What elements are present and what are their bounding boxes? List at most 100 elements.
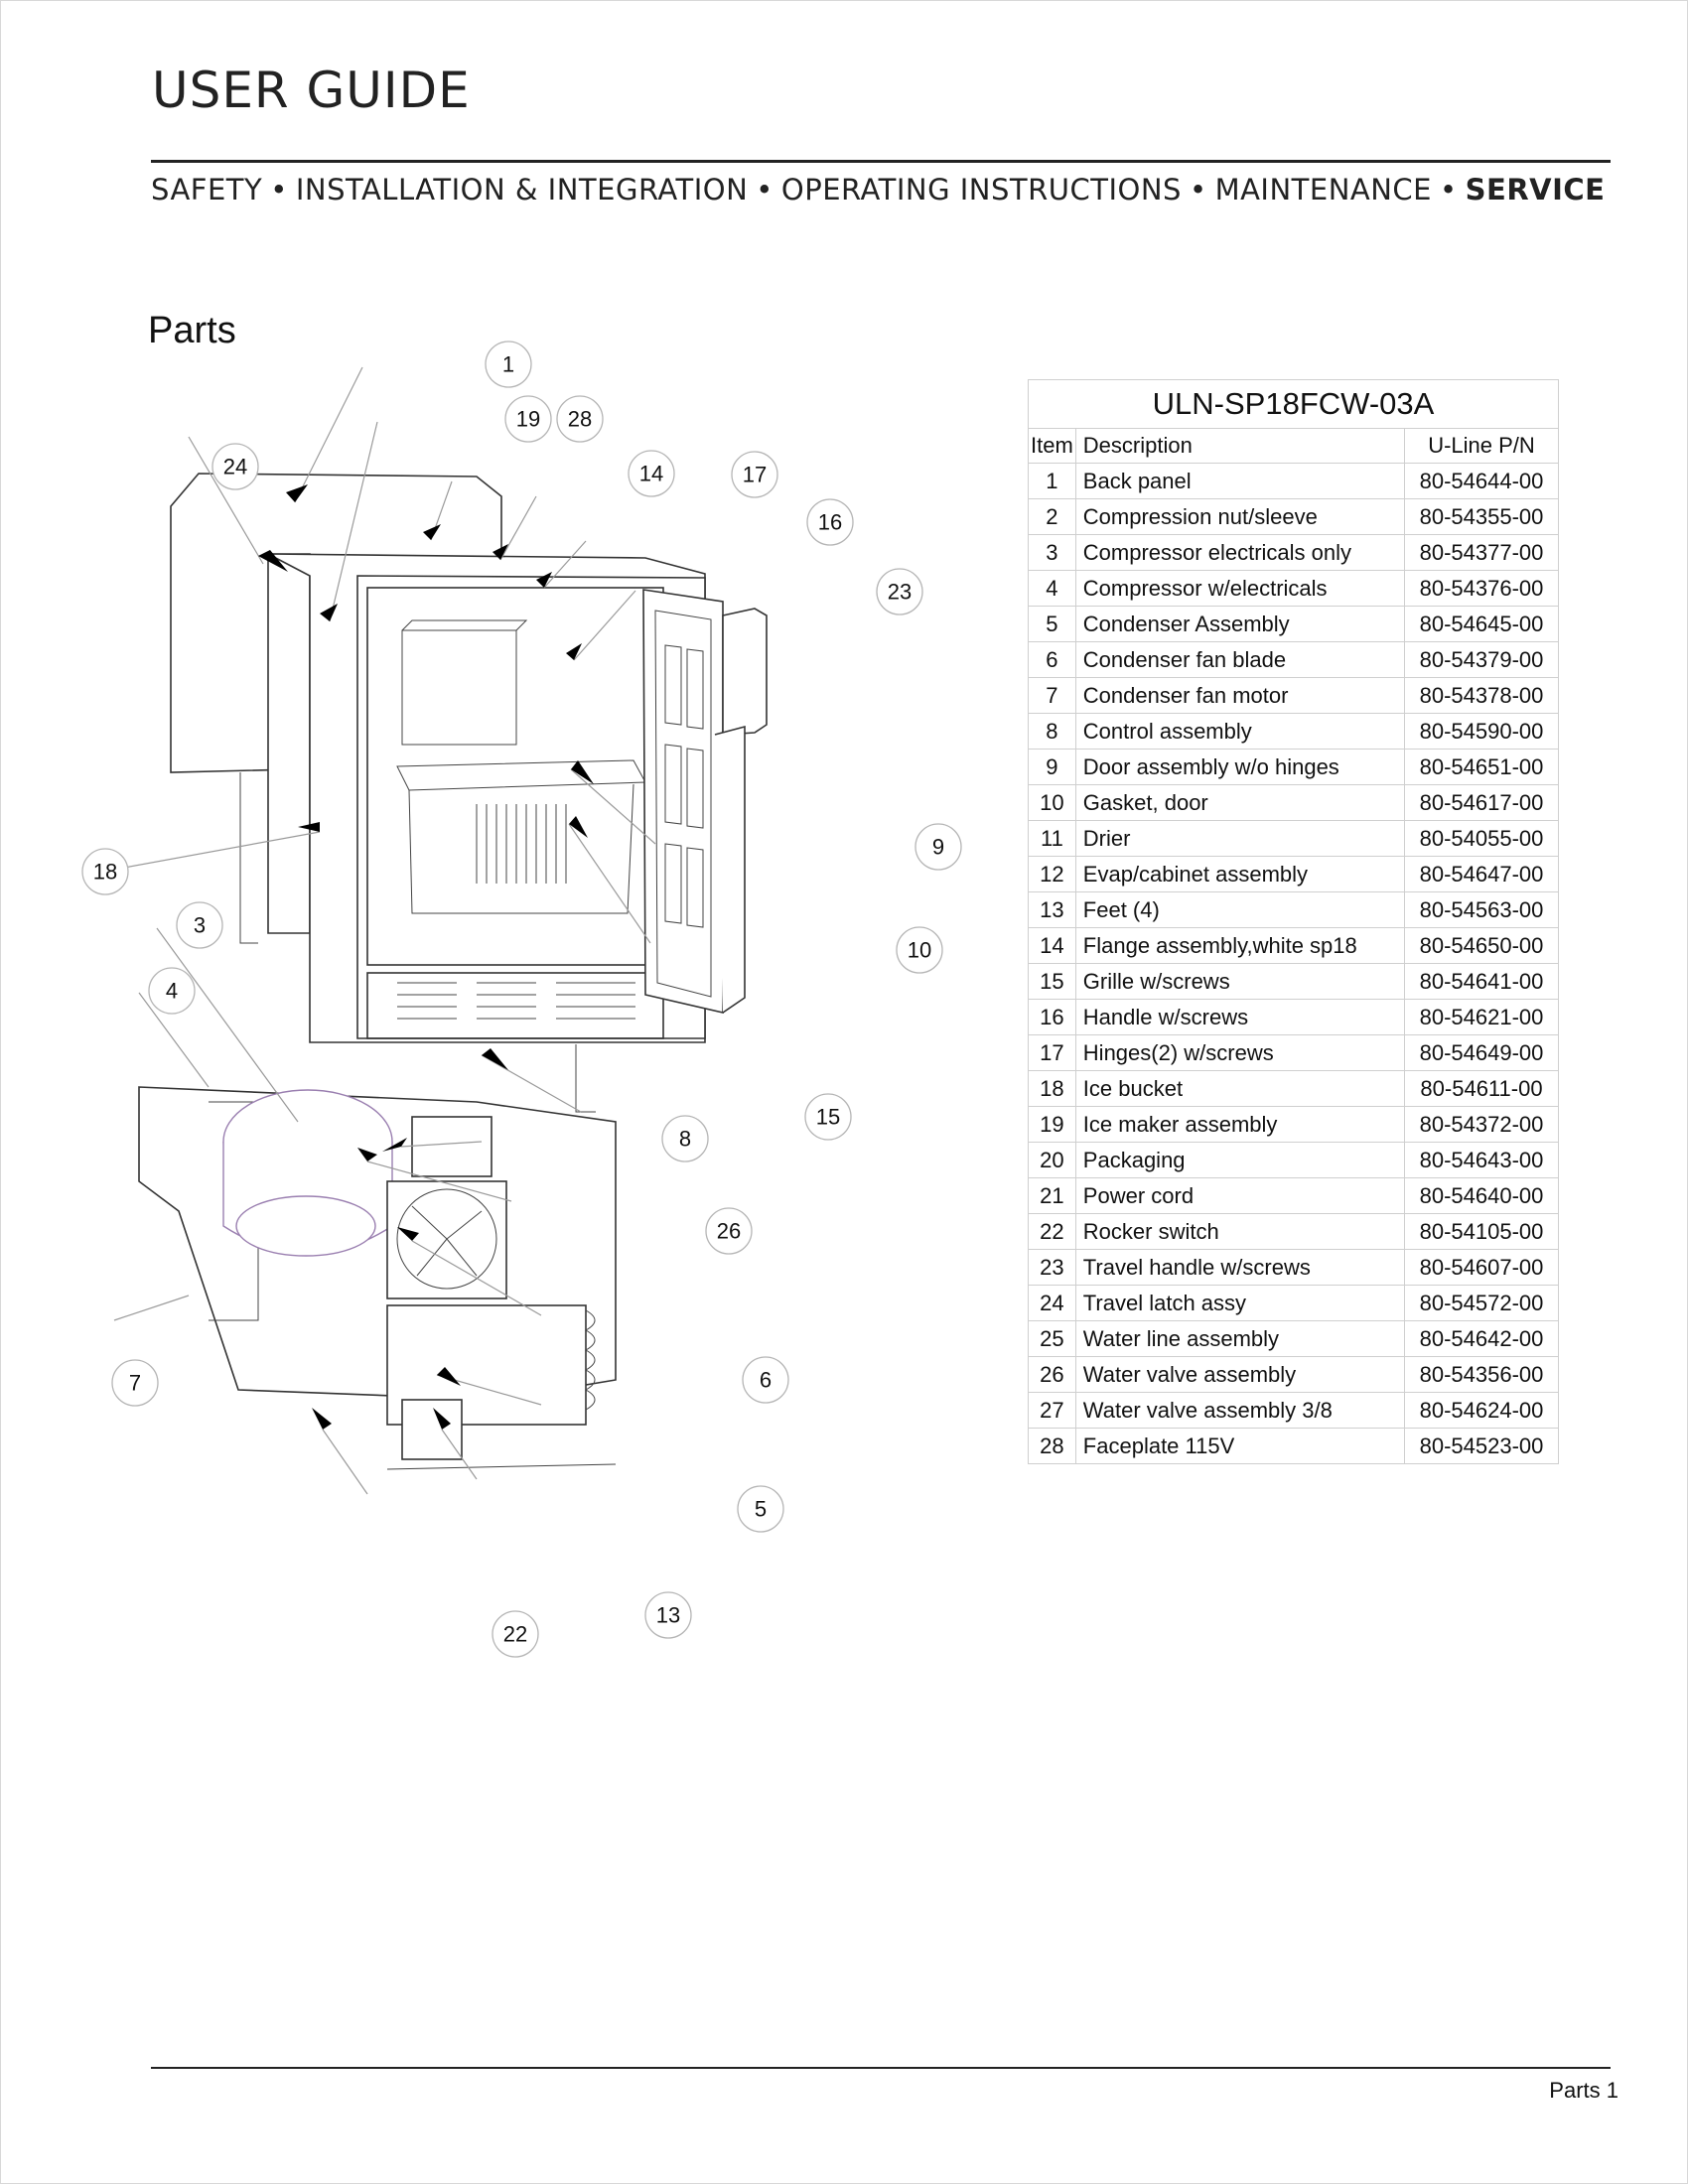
- callout-17: 17: [731, 451, 778, 498]
- svg-text:3: 3: [194, 913, 206, 938]
- cell-part-number: 80-54379-00: [1404, 641, 1559, 678]
- nav-separator: •: [270, 173, 288, 206]
- callout-8: 8: [661, 1115, 709, 1162]
- cell-part-number: 80-54644-00: [1404, 463, 1559, 499]
- svg-text:13: 13: [656, 1603, 680, 1628]
- svg-text:23: 23: [888, 580, 912, 605]
- svg-text:9: 9: [932, 835, 944, 860]
- cell-description: Condenser fan blade: [1074, 641, 1406, 678]
- cell-item: 5: [1028, 606, 1076, 642]
- machine-compartment-drawing: [138, 1086, 617, 1470]
- svg-text:14: 14: [639, 462, 663, 486]
- cell-item: 10: [1028, 784, 1076, 821]
- cell-item: 11: [1028, 820, 1076, 857]
- svg-text:10: 10: [908, 938, 931, 963]
- ice-bucket-slots: [476, 804, 567, 884]
- callout-4: 4: [148, 967, 196, 1015]
- cell-part-number: 80-54355-00: [1404, 498, 1559, 535]
- cell-part-number: 80-54572-00: [1404, 1285, 1559, 1321]
- model-number: ULN-SP18FCW-03A: [1028, 379, 1559, 429]
- cell-part-number: 80-54651-00: [1404, 749, 1559, 785]
- cell-description: Hinges(2) w/screws: [1074, 1034, 1406, 1071]
- callout-19: 19: [504, 395, 552, 443]
- column-header-item: Item: [1028, 428, 1076, 464]
- cell-item: 21: [1028, 1177, 1076, 1214]
- svg-text:28: 28: [568, 407, 592, 432]
- cell-item: 22: [1028, 1213, 1076, 1250]
- svg-text:24: 24: [223, 455, 247, 479]
- cell-description: Back panel: [1074, 463, 1406, 499]
- cell-part-number: 80-54641-00: [1404, 963, 1559, 1000]
- callout-14: 14: [628, 450, 675, 497]
- cell-part-number: 80-54645-00: [1404, 606, 1559, 642]
- svg-text:18: 18: [93, 860, 117, 885]
- callout-5: 5: [737, 1485, 784, 1533]
- cell-description: Evap/cabinet assembly: [1074, 856, 1406, 892]
- callout-23: 23: [876, 568, 923, 615]
- callout-26: 26: [705, 1207, 753, 1255]
- leader-arrowheads: [258, 484, 594, 1430]
- cell-part-number: 80-54105-00: [1404, 1213, 1559, 1250]
- cell-part-number: 80-54643-00: [1404, 1142, 1559, 1178]
- cell-part-number: 80-54611-00: [1404, 1070, 1559, 1107]
- cell-description: Door assembly w/o hinges: [1074, 749, 1406, 785]
- cell-item: 27: [1028, 1392, 1076, 1429]
- svg-text:5: 5: [755, 1497, 767, 1522]
- parts-table: ULN-SP18FCW-03A Item Description U-Line …: [1028, 379, 1559, 1464]
- cell-description: Grille w/screws: [1074, 963, 1406, 1000]
- cell-description: Flange assembly,white sp18: [1074, 927, 1406, 964]
- cell-item: 1: [1028, 463, 1076, 499]
- cell-description: Ice bucket: [1074, 1070, 1406, 1107]
- cell-item: 8: [1028, 713, 1076, 750]
- cell-part-number: 80-54377-00: [1404, 534, 1559, 571]
- cell-part-number: 80-54563-00: [1404, 891, 1559, 928]
- cell-part-number: 80-54376-00: [1404, 570, 1559, 607]
- cell-part-number: 80-54647-00: [1404, 856, 1559, 892]
- callout-28: 28: [556, 395, 604, 443]
- callout-16: 16: [806, 498, 854, 546]
- cell-part-number: 80-54621-00: [1404, 999, 1559, 1035]
- leader-lines: [90, 366, 656, 1495]
- cell-part-number: 80-54356-00: [1404, 1356, 1559, 1393]
- cell-item: 6: [1028, 641, 1076, 678]
- callout-3: 3: [176, 901, 223, 949]
- cell-item: 12: [1028, 856, 1076, 892]
- cell-description: Condenser fan motor: [1074, 677, 1406, 714]
- cell-item: 28: [1028, 1428, 1076, 1464]
- callout-24: 24: [211, 443, 259, 490]
- callout-1: 1: [485, 341, 532, 388]
- svg-text:8: 8: [679, 1127, 691, 1152]
- cell-part-number: 80-54650-00: [1404, 927, 1559, 964]
- cell-item: 4: [1028, 570, 1076, 607]
- cell-part-number: 80-54642-00: [1404, 1320, 1559, 1357]
- cell-part-number: 80-54640-00: [1404, 1177, 1559, 1214]
- cell-part-number: 80-54378-00: [1404, 677, 1559, 714]
- cell-item: 14: [1028, 927, 1076, 964]
- cell-description: Ice maker assembly: [1074, 1106, 1406, 1143]
- section-nav: SAFETY•INSTALLATION & INTEGRATION•OPERAT…: [151, 173, 1605, 206]
- cell-description: Feet (4): [1074, 891, 1406, 928]
- svg-text:6: 6: [760, 1368, 772, 1393]
- nav-service: SERVICE: [1465, 173, 1606, 206]
- guide-title: USER GUIDE: [152, 62, 471, 119]
- cell-description: Compressor w/electricals: [1074, 570, 1406, 607]
- nav-separator: •: [1189, 173, 1207, 206]
- callout-6: 6: [742, 1356, 789, 1404]
- svg-text:17: 17: [743, 463, 767, 487]
- cell-description: Rocker switch: [1074, 1213, 1406, 1250]
- cell-part-number: 80-54523-00: [1404, 1428, 1559, 1464]
- cell-item: 19: [1028, 1106, 1076, 1143]
- cell-item: 25: [1028, 1320, 1076, 1357]
- cell-item: 18: [1028, 1070, 1076, 1107]
- cell-part-number: 80-54617-00: [1404, 784, 1559, 821]
